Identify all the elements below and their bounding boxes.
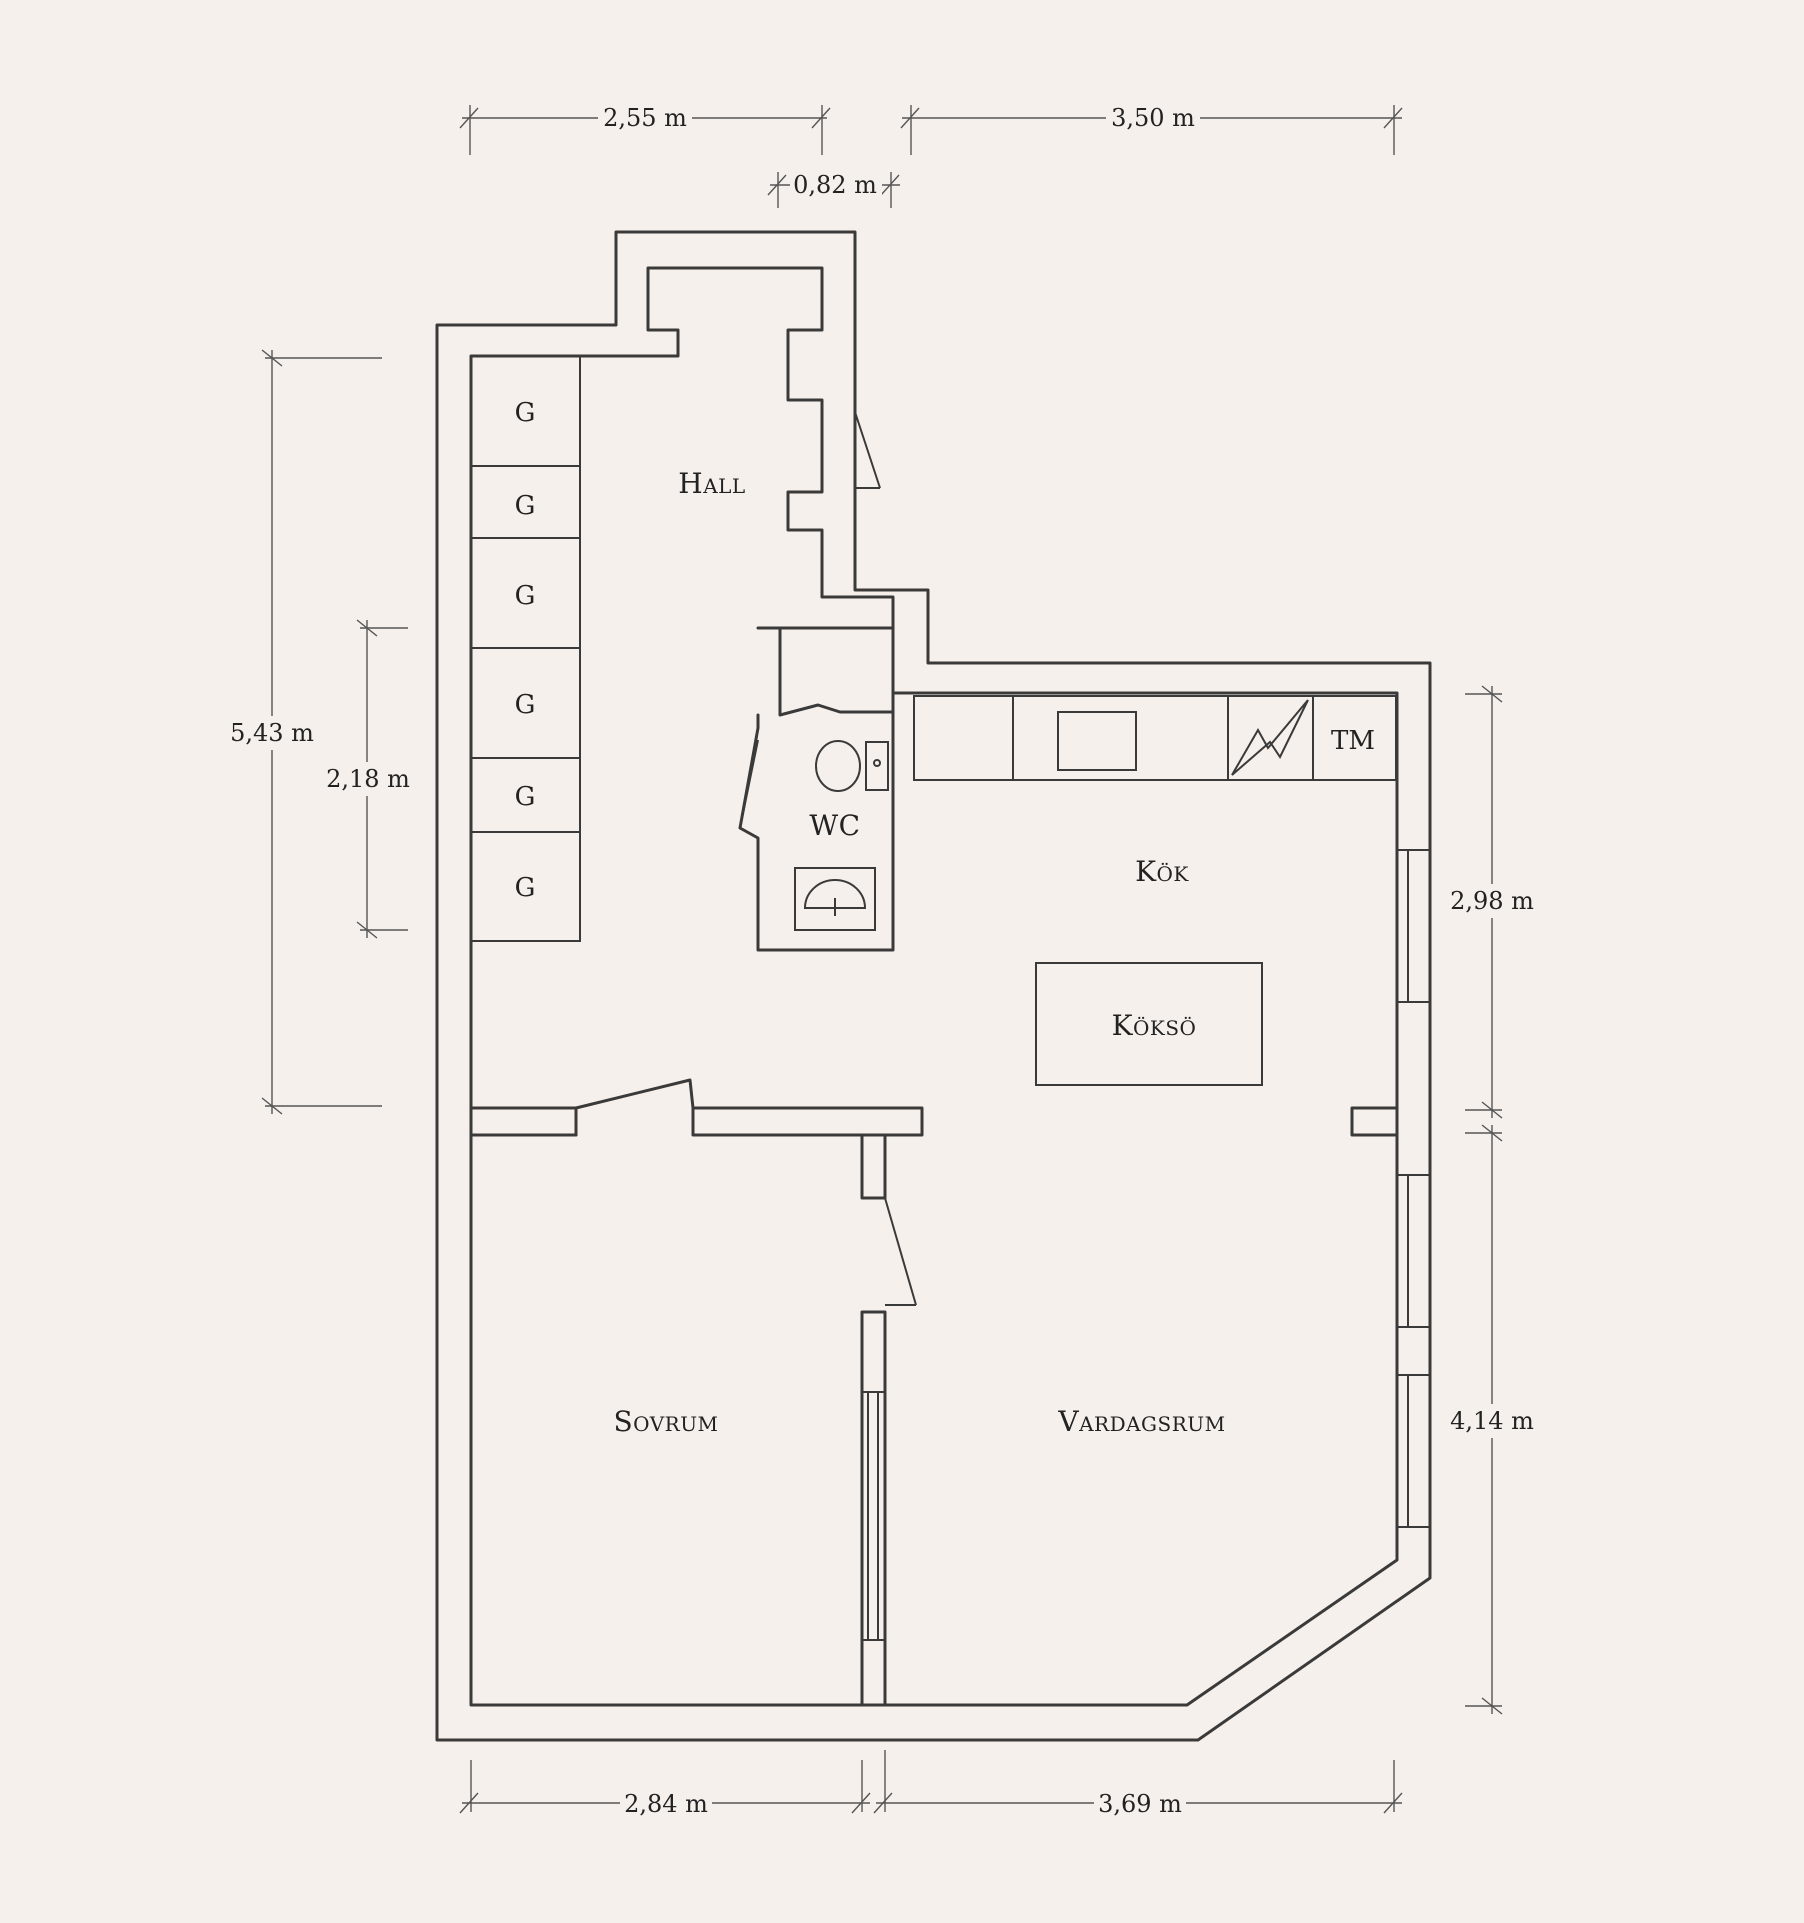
toilet-icon <box>815 740 861 792</box>
wardrobe-label: G <box>515 581 536 611</box>
wardrobe-label: G <box>515 491 536 521</box>
sink-icon <box>1057 711 1137 771</box>
island-label: Köksö <box>1112 1009 1197 1042</box>
dim-top-left: 2,55 m <box>603 104 687 132</box>
toilet-tank-icon <box>865 741 889 791</box>
wardrobe-label: G <box>515 782 536 812</box>
wc-room <box>738 626 895 952</box>
dim-left-inner: 2,18 m <box>326 765 410 793</box>
dim-top-right: 3,50 m <box>1111 104 1195 132</box>
sink-icon <box>794 867 876 931</box>
dimension-lines: 2,55 m 3,50 m 0,82 m 5,43 m 2,18 m <box>226 102 1538 1819</box>
entry-door <box>854 411 881 489</box>
dim-top-small: 0,82 m <box>793 171 877 199</box>
stove-icon <box>1227 695 1314 781</box>
kitchen-island: Köksö <box>1035 962 1263 1086</box>
wardrobe-label: G <box>515 398 536 428</box>
kitchen-label: Kök <box>1135 855 1189 888</box>
exterior-walls <box>435 230 1432 1742</box>
wardrobe-column: G G G G G G <box>470 355 581 942</box>
dim-bottom-left: 2,84 m <box>624 1790 708 1818</box>
kitchen-counter: TM <box>913 695 1397 781</box>
bedroom-label: Sovrum <box>613 1405 718 1438</box>
partition-wall <box>860 1133 917 1707</box>
dim-left-outer: 5,43 m <box>230 719 314 747</box>
wardrobe-label: G <box>515 873 536 903</box>
dishwasher-label: TM <box>1331 726 1375 756</box>
dim-bottom-right: 3,69 m <box>1098 1790 1182 1818</box>
dim-right-upper: 2,98 m <box>1450 887 1534 915</box>
hall-label: Hall <box>678 467 745 500</box>
windows <box>1396 849 1431 1528</box>
wc-label: WC <box>809 809 860 842</box>
wardrobe-label: G <box>515 690 536 720</box>
living-room-label: Vardagsrum <box>1057 1405 1225 1438</box>
lightning-icon <box>1231 699 1309 776</box>
hall-lower-walls <box>469 1078 1399 1137</box>
dim-right-lower: 4,14 m <box>1450 1407 1534 1435</box>
